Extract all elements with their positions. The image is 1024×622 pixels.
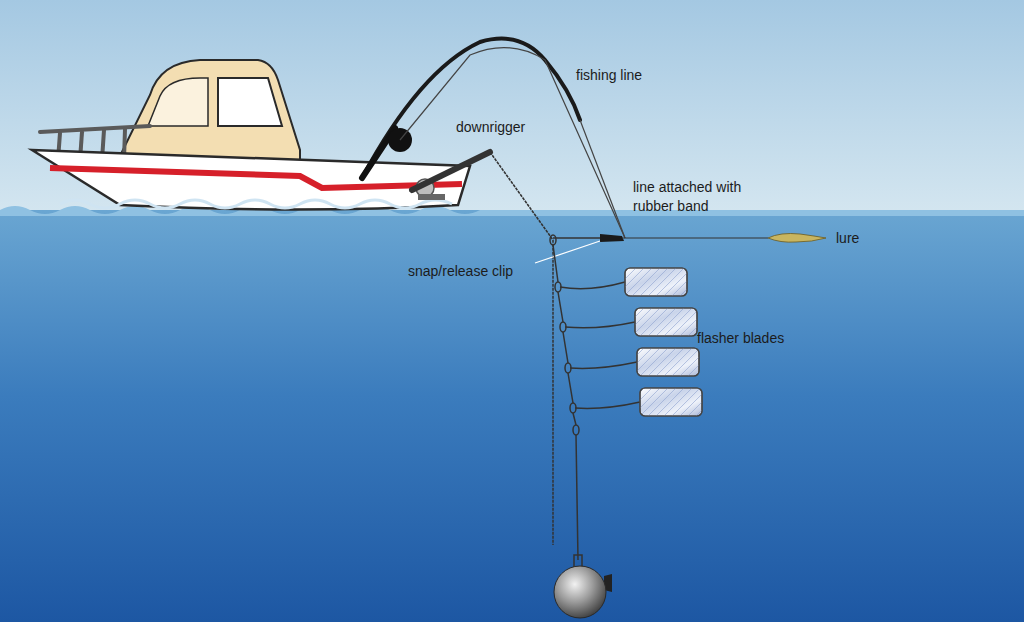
part-label: snap/release clip [408, 262, 513, 281]
part-label: lure [836, 229, 859, 248]
line-label: fishing line [576, 66, 642, 85]
part-label: downrigger [456, 118, 525, 137]
part-label: flasher blades [697, 329, 784, 348]
part-label: line attached with rubber band [633, 178, 773, 216]
